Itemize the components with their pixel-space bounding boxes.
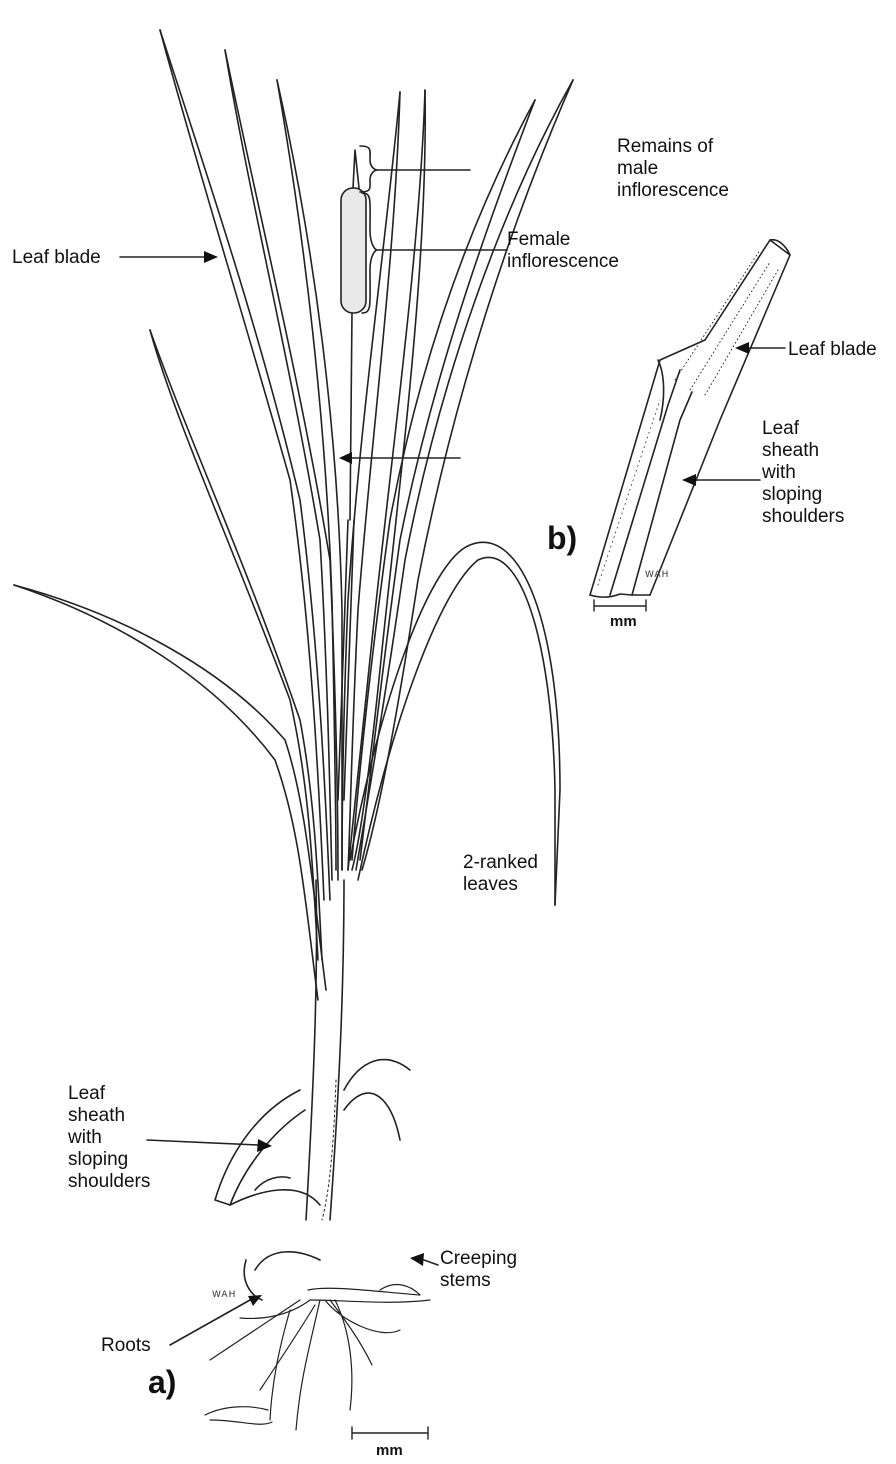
label-line: sloping [68, 1149, 150, 1171]
scale-bar-a [352, 1427, 428, 1439]
arrowheads [204, 251, 424, 1306]
label-line: Remains of [617, 136, 729, 158]
label-line: Leaf [762, 418, 844, 440]
plant-stem [306, 880, 344, 1220]
panel-label-b: b) [547, 520, 577, 557]
label-leaf-sheath-b: Leaf sheath with sloping shoulders [762, 418, 844, 528]
female-spike [341, 188, 366, 313]
panel-label-a: a) [148, 1364, 176, 1401]
label-line: male [617, 158, 729, 180]
scale-unit-a: mm [376, 1442, 403, 1459]
label-roots: Roots [101, 1335, 151, 1357]
inflorescence [338, 150, 366, 800]
label-leaf-sheath-a: Leaf sheath with sloping shoulders [68, 1083, 150, 1193]
label-line: sheath [68, 1105, 150, 1127]
label-line: inflorescence [507, 251, 619, 273]
label-line: inflorescence [617, 180, 729, 202]
label-line: with [68, 1127, 150, 1149]
artist-signature-a: WAH [212, 1290, 236, 1300]
label-line: Female [507, 229, 619, 251]
label-line: Creeping [440, 1248, 517, 1270]
label-line: leaves [463, 874, 538, 896]
label-line: sheath [762, 440, 844, 462]
label-creeping-stems: Creeping stems [440, 1248, 517, 1292]
label-line: stems [440, 1270, 517, 1292]
scale-bar-b [594, 600, 646, 611]
label-leaf-blade-b: Leaf blade [788, 339, 877, 361]
artist-signature-b: WAH [645, 570, 669, 580]
label-leaf-blade-a: Leaf blade [12, 247, 101, 269]
label-line: with [762, 462, 844, 484]
label-line: 2-ranked [463, 852, 538, 874]
label-line: shoulders [68, 1171, 150, 1193]
label-female-inflorescence: Female inflorescence [507, 229, 619, 273]
label-line: shoulders [762, 506, 844, 528]
scale-unit-b: mm [610, 613, 637, 630]
label-line: Leaf [68, 1083, 150, 1105]
label-male-inflorescence: Remains of male inflorescence [617, 136, 729, 202]
sheath-detail [590, 240, 790, 597]
label-two-ranked-leaves: 2-ranked leaves [463, 852, 538, 896]
male-spike-remains [353, 150, 359, 188]
label-line: sloping [762, 484, 844, 506]
